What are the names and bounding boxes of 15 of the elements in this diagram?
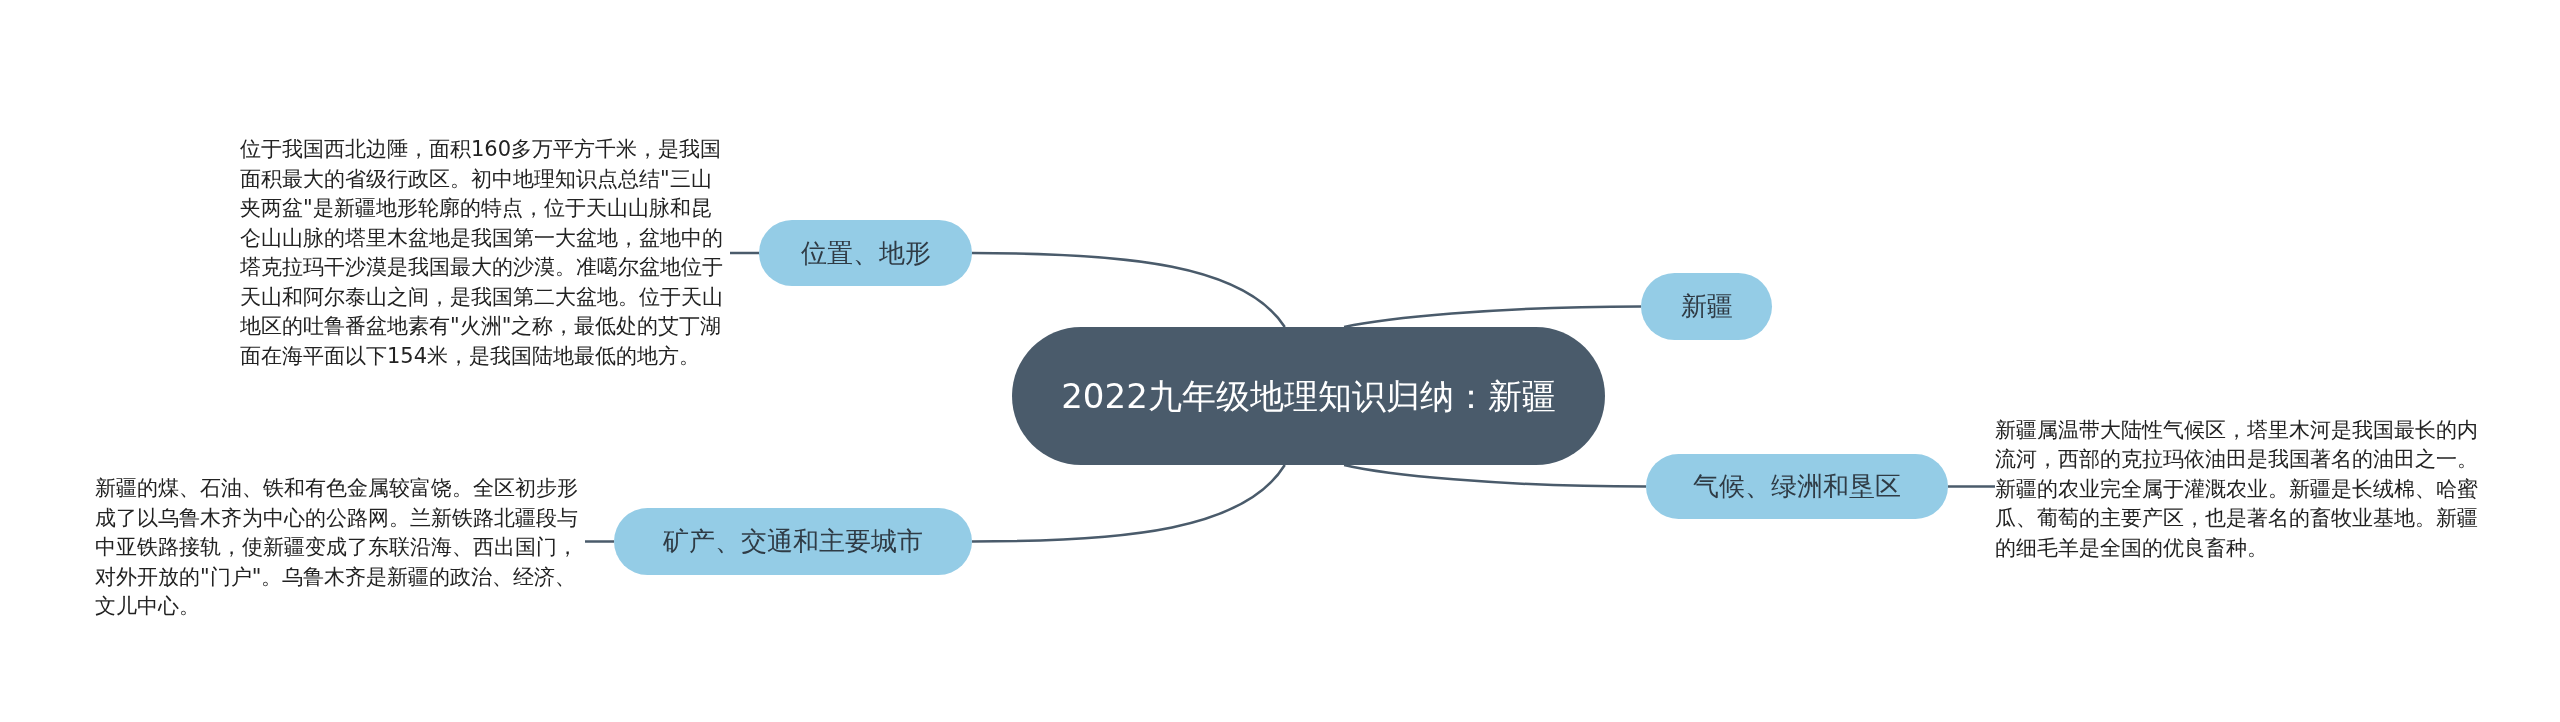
connector-line: [1343, 305, 1641, 329]
connector-line: [730, 251, 759, 255]
connector-line: [585, 540, 614, 543]
central-topic: 2022九年级地理知识归纳：新疆: [1012, 327, 1605, 465]
topic-bubble: 位置、地形: [759, 220, 972, 286]
connector-line: [972, 251, 1286, 328]
note-text: 位于我国西北边陲，面积160多万平方千米，是我国面积最大的省级行政区。初中地理知识点总结"三山夹两盆"是新疆地形轮廓的特点，位于天山山脉和昆仑山山脉的塔里木盆地是我国第一大盆地，盆地中的塔克拉玛干沙漠是我国最大的沙漠。准噶尔盆地位于天山和阿尔泰山之间，是我国第二大盆地。位于天山地区的吐鲁番盆地素有"火洲"之称，最低处的艾丁湖面在海平面以下154米，是我国陆地最低的地方。: [240, 103, 730, 403]
topic-bubble: 矿产、交通和主要城市: [614, 508, 972, 575]
connector-line: [1343, 463, 1646, 488]
topic-bubble: 新疆: [1641, 273, 1772, 340]
topic-bubble: 气候、绿洲和垦区: [1646, 454, 1948, 519]
note-text: 新疆属温带大陆性气候区，塔里木河是我国最长的内流河，西部的克拉玛依油田是我国著名的油田之一。新疆的农业完全属于灌溉农业。新疆是长绒棉、哈蜜瓜、葡萄的主要产区，也是著名的畜牧业基地。新疆的细毛羊是全国的优良畜种。: [1995, 392, 2485, 587]
connector-line: [972, 464, 1286, 543]
connector-line: [1948, 485, 1995, 488]
note-text: 新疆的煤、石油、铁和有色金属较富饶。全区初步形成了以乌鲁木齐为中心的公路网。兰新铁路北疆段与中亚铁路接轨，使新疆变成了东联沿海、西出国门，对外开放的"门户"。乌鲁木齐是新疆的政治、经济、文儿中心。: [95, 468, 585, 628]
